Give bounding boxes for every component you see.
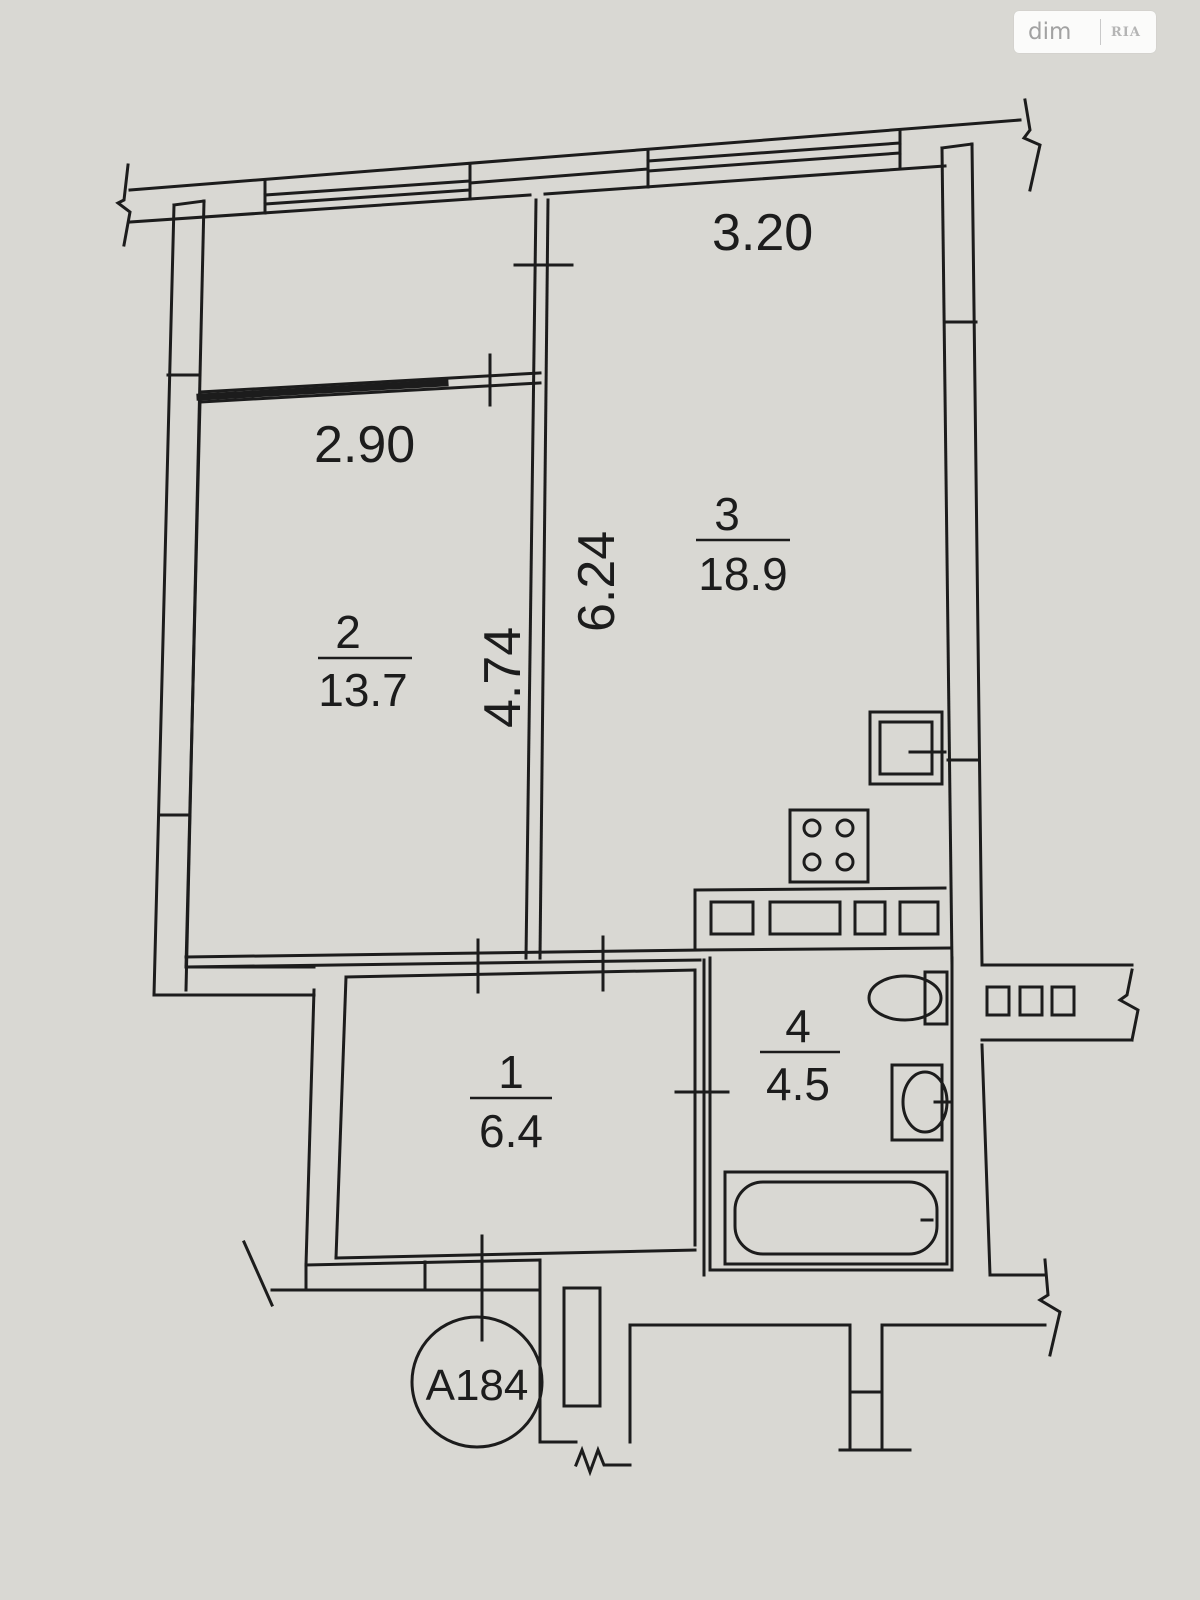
room-4-area: 4.5 [766, 1058, 830, 1110]
room-2-area: 13.7 [318, 664, 408, 716]
hallway-walls [270, 958, 730, 1342]
bedroom-width-dimension: 2.90 [314, 416, 415, 474]
room-1-number: 1 [498, 1046, 524, 1098]
bathtub-icon [723, 1170, 949, 1266]
stove-icon [788, 808, 870, 884]
dim-ria-watermark: dim RIA [1014, 11, 1156, 53]
kitchen-sink-icon [868, 710, 947, 786]
living-room-length-dimension: 6.24 [568, 531, 626, 632]
room-label-dividers [318, 538, 840, 1100]
toilet-icon [867, 970, 949, 1026]
room-3-number: 3 [714, 488, 740, 540]
washbasin-icon [890, 1063, 952, 1142]
kitchen-counter [693, 886, 952, 952]
apartment-number-label: A184 [426, 1361, 529, 1410]
middle-horizontal-wall [184, 935, 702, 994]
room-1-area: 6.4 [479, 1105, 543, 1157]
room-2-number: 2 [335, 606, 361, 658]
room-4-number: 4 [785, 1000, 811, 1052]
bathroom-walls [708, 956, 954, 1272]
bedroom-inner [184, 400, 202, 969]
lower-corridor [538, 1258, 1047, 1452]
apartment-label-circle [410, 1315, 544, 1449]
top-wall [128, 118, 1022, 224]
watermark-separator [1100, 19, 1101, 45]
wall-break-marks [115, 98, 1140, 1477]
right-wall [940, 142, 1134, 1277]
living-room-width-dimension: 3.20 [712, 204, 813, 262]
bedroom-length-dimension: 4.74 [474, 627, 532, 728]
ria-logo: RIA [1111, 24, 1141, 40]
watermark-brand-text: dim [1028, 19, 1072, 45]
bedroom-living-wall [524, 198, 550, 960]
left-wall [152, 199, 316, 997]
balcony-partition [196, 263, 574, 407]
room-3-area: 18.9 [698, 548, 788, 600]
